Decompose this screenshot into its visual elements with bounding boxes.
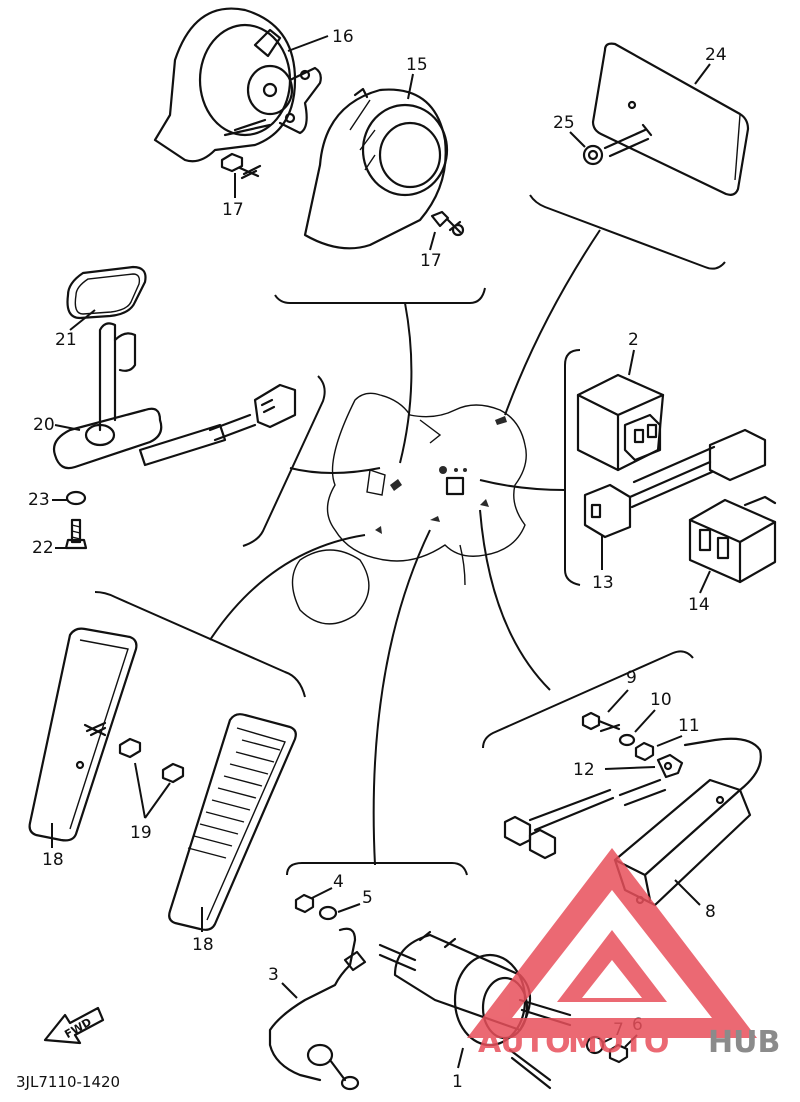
watermark-brand-hub: HUB bbox=[708, 1025, 780, 1060]
leader-lines bbox=[94, 194, 726, 876]
label-24: 24 bbox=[705, 45, 727, 65]
relay-connector-13 bbox=[583, 428, 767, 539]
label-15: 15 bbox=[406, 55, 428, 75]
reflector-18-right bbox=[168, 713, 297, 931]
label-18a: 18 bbox=[42, 850, 64, 870]
gasket-21 bbox=[66, 265, 147, 320]
terminal-12 bbox=[656, 753, 684, 779]
screw-22 bbox=[64, 518, 88, 550]
watermark-triangle-icon bbox=[467, 848, 757, 1038]
side-cover-24 bbox=[591, 42, 750, 196]
label-14: 14 bbox=[688, 595, 710, 615]
reflector-18-left bbox=[28, 627, 138, 842]
horn-rear-view bbox=[153, 7, 322, 163]
connector-14 bbox=[688, 495, 777, 584]
label-25: 25 bbox=[553, 113, 575, 133]
label-20: 20 bbox=[33, 415, 55, 435]
nut-23 bbox=[65, 490, 87, 506]
diagram-code: 3JL7110-1420 bbox=[16, 1073, 120, 1091]
label-8: 8 bbox=[705, 902, 716, 922]
fuel-sender-20 bbox=[52, 322, 297, 470]
label-1: 1 bbox=[452, 1072, 463, 1092]
label-19: 19 bbox=[130, 823, 152, 843]
grommet-25 bbox=[582, 123, 653, 166]
bolt-17-upper bbox=[220, 152, 262, 180]
nut-4 bbox=[294, 893, 315, 914]
rectifier-8 bbox=[503, 737, 762, 907]
label-23: 23 bbox=[28, 490, 50, 510]
lead-wire-3 bbox=[268, 927, 367, 1091]
relay-2 bbox=[576, 373, 665, 472]
relay-marker bbox=[445, 476, 465, 496]
washer-5 bbox=[318, 905, 338, 921]
part-number-labels: 16 15 17 17 24 25 21 20 23 22 2 13 14 18… bbox=[28, 27, 727, 1092]
watermark-logo: AUTO MOTO HUB bbox=[467, 848, 780, 1060]
motorcycle-frame-outline bbox=[291, 392, 527, 625]
label-16: 16 bbox=[332, 27, 354, 47]
fwd-arrow-icon: FWD bbox=[43, 1006, 105, 1045]
label-12: 12 bbox=[573, 760, 595, 780]
label-22: 22 bbox=[32, 538, 54, 558]
watermark-brand-auto: AUTO bbox=[478, 1025, 571, 1060]
label-10: 10 bbox=[650, 690, 672, 710]
label-2: 2 bbox=[628, 330, 639, 350]
bolt-17-lower bbox=[430, 210, 465, 237]
bolt-9 bbox=[581, 711, 621, 733]
label-11: 11 bbox=[678, 716, 700, 736]
label-5: 5 bbox=[362, 888, 373, 908]
label-17b: 17 bbox=[420, 251, 442, 271]
label-13: 13 bbox=[592, 573, 614, 593]
label-3: 3 bbox=[268, 965, 279, 985]
label-4: 4 bbox=[333, 872, 344, 892]
nut-11 bbox=[634, 741, 655, 762]
nut-19 bbox=[118, 737, 185, 819]
label-18b: 18 bbox=[192, 935, 214, 955]
label-9: 9 bbox=[626, 668, 637, 688]
washer-10 bbox=[618, 733, 636, 747]
nut-6 bbox=[608, 1043, 629, 1064]
horn-front-view bbox=[303, 87, 449, 250]
label-21: 21 bbox=[55, 330, 77, 350]
label-17a: 17 bbox=[222, 200, 244, 220]
watermark-brand-moto: MOTO bbox=[568, 1025, 669, 1060]
